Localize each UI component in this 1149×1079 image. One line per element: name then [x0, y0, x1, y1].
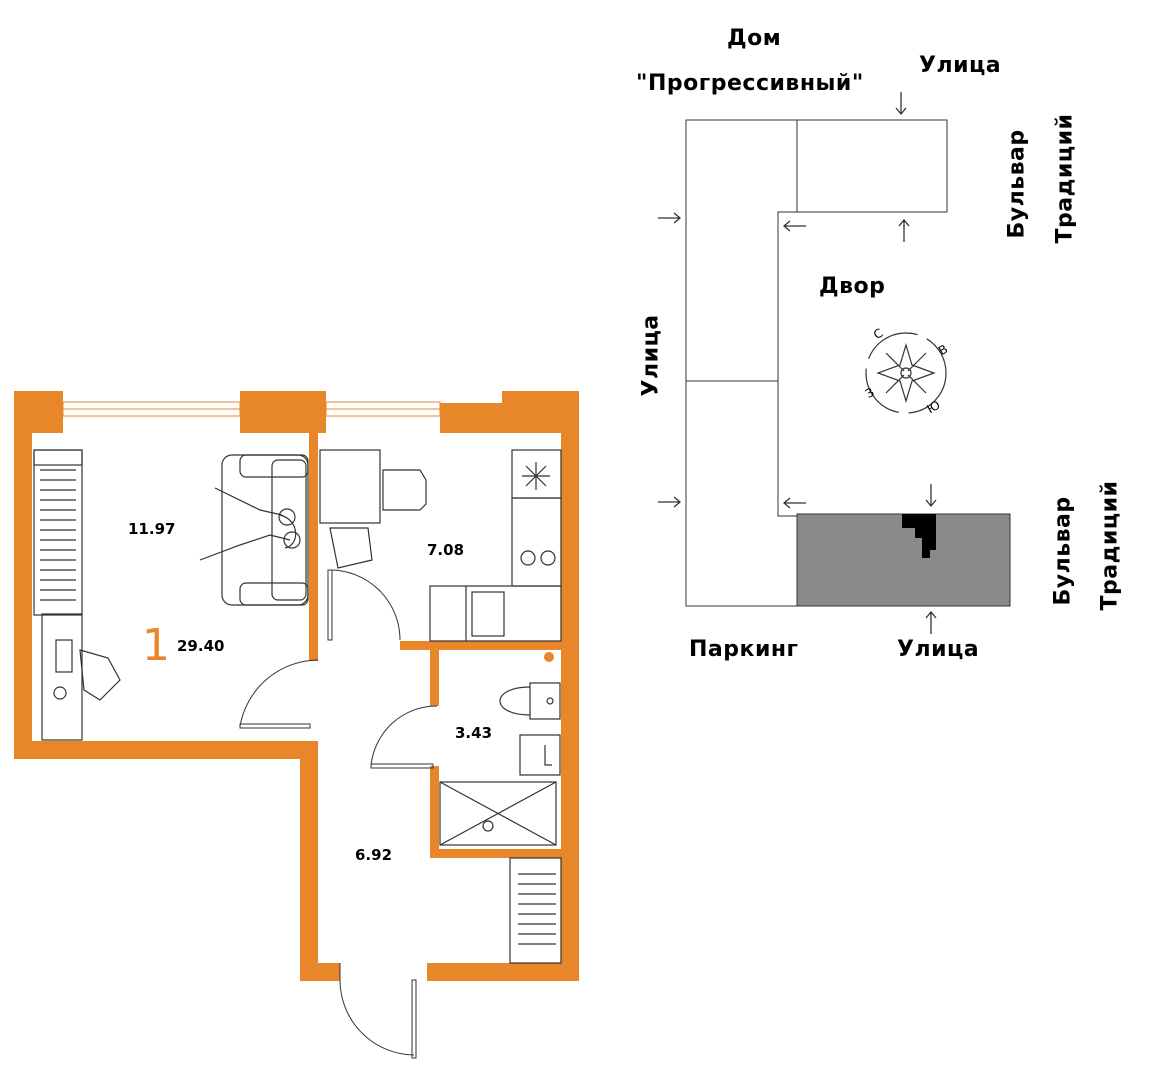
toilet	[499, 682, 561, 720]
shower	[439, 781, 557, 846]
parking-block	[796, 513, 1011, 607]
desk	[41, 613, 121, 741]
boulevard-bottom-line2: Традиций	[1097, 480, 1123, 611]
building-outline	[685, 119, 948, 607]
hallway-area: 6.92	[355, 846, 393, 864]
courtyard-label: Двор	[819, 274, 886, 299]
house-name-line1: Дом	[727, 26, 782, 51]
street-bottom-label: Улица	[897, 637, 980, 662]
dining-table	[319, 449, 427, 569]
boulevard-bottom-line1: Бульвар	[1050, 496, 1076, 606]
parking-label: Паркинг	[689, 637, 799, 662]
kitchen-area: 7.08	[427, 541, 465, 559]
street-left-label: Улица	[638, 314, 664, 397]
kitchen-counter	[429, 449, 562, 642]
windows	[62, 401, 441, 417]
current-building-marker	[902, 514, 936, 558]
boulevard-top-line1: Бульвар	[1004, 129, 1030, 239]
wardrobe	[33, 449, 83, 616]
boulevard-top-line2: Традиций	[1052, 113, 1078, 244]
living-room-area: 11.97	[128, 520, 176, 538]
bathroom-area: 3.43	[455, 724, 493, 742]
site-plan	[658, 92, 1011, 634]
walls	[14, 391, 579, 981]
total-area: 29.40	[177, 637, 225, 655]
sofa	[199, 454, 309, 606]
entrance-arrows	[658, 92, 937, 634]
sink	[519, 734, 561, 776]
doors	[239, 569, 438, 1059]
bath-indicator-dot	[544, 652, 554, 662]
fridge-snowflake-icon	[522, 462, 550, 490]
street-top-label: Улица	[919, 53, 1002, 78]
house-name-line2: "Прогрессивный"	[636, 71, 864, 96]
compass-icon	[865, 332, 947, 414]
room-count: 1	[142, 620, 170, 671]
hallway-wardrobe	[509, 857, 562, 964]
floor-plan	[14, 391, 579, 1059]
